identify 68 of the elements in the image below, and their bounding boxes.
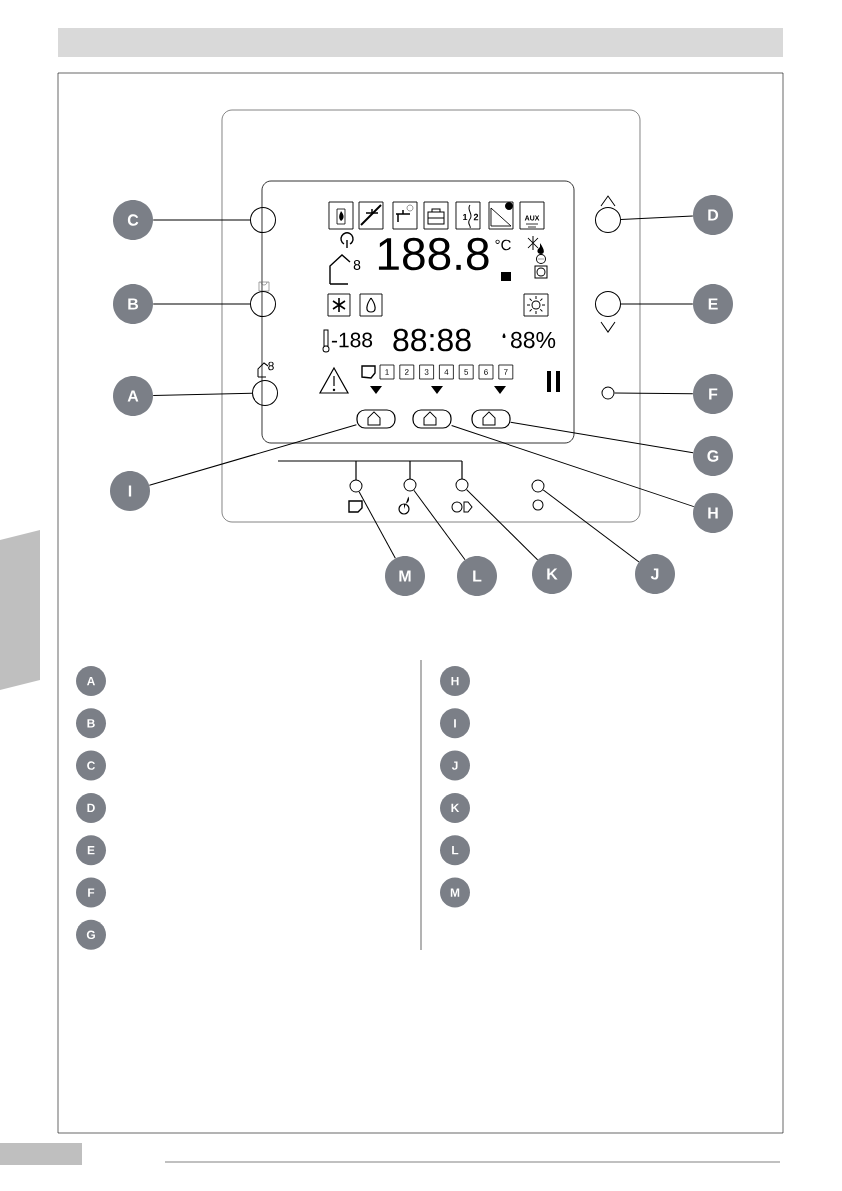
- leader-line: [148, 424, 357, 486]
- callout-number: C: [76, 750, 106, 781]
- callout-number: B: [113, 284, 153, 324]
- display-digits: 8: [268, 361, 274, 371]
- callout-number: M: [440, 877, 470, 908]
- callout-number: D: [693, 195, 733, 235]
- callout-number: F: [693, 374, 733, 414]
- callout-number: E: [693, 284, 733, 324]
- callout-number: H: [440, 666, 470, 696]
- day-number: 5: [464, 369, 469, 375]
- callout-number: A: [76, 666, 106, 696]
- leader-line: [542, 489, 640, 563]
- day-number: 4: [444, 369, 449, 375]
- leader-line: [358, 491, 396, 559]
- day-number: 1: [385, 369, 389, 375]
- preset-button: [356, 409, 396, 429]
- callout-number: K: [532, 554, 572, 594]
- unit-text: °C: [495, 239, 511, 251]
- display-digits: 188.8: [378, 237, 489, 271]
- indicator-led: [403, 478, 417, 492]
- push-button: [250, 291, 276, 317]
- leader-line: [451, 425, 695, 508]
- leader-line: [620, 215, 694, 220]
- callout-number: A: [113, 376, 153, 416]
- indicator-led: [601, 386, 615, 400]
- day-number: 3: [424, 369, 429, 375]
- callout-number: D: [76, 792, 106, 823]
- day-number: 2: [405, 369, 409, 375]
- push-button: [595, 291, 621, 317]
- display-digits: 88:88: [393, 328, 471, 352]
- callout-number: L: [457, 556, 497, 596]
- indicator-led: [531, 479, 545, 493]
- leader-line: [152, 392, 253, 397]
- callout-number: J: [635, 554, 675, 594]
- indicator-led: [455, 478, 469, 492]
- preset-button: [412, 409, 452, 429]
- icon-text: 2: [473, 213, 479, 221]
- callout-number: I: [440, 708, 470, 739]
- push-button: [252, 380, 278, 406]
- push-button: [595, 207, 621, 233]
- preset-button: [471, 409, 511, 429]
- callout-number: C: [113, 200, 153, 240]
- leader-line: [413, 489, 466, 561]
- leader-line: [614, 392, 694, 395]
- icon-text: 1: [463, 213, 468, 221]
- callout-number: G: [76, 919, 106, 950]
- callout-number: B: [76, 708, 106, 739]
- callout-number: G: [693, 436, 733, 476]
- day-number: 6: [484, 369, 488, 375]
- leader-line: [510, 421, 694, 454]
- leader-line: [466, 489, 539, 561]
- callout-number: F: [76, 877, 106, 908]
- display-digits: -188: [331, 332, 373, 348]
- leader-line: [620, 303, 694, 305]
- callout-number: K: [440, 792, 470, 823]
- display-digits: 88%: [511, 331, 556, 349]
- leader-line: [152, 219, 251, 221]
- callout-number: I: [110, 471, 150, 511]
- callout-number: E: [76, 835, 106, 866]
- callout-number: L: [440, 835, 470, 866]
- push-button: [250, 207, 276, 233]
- callout-number: M: [385, 556, 425, 596]
- display-digits: 8: [353, 260, 361, 270]
- leader-line: [152, 303, 251, 305]
- indicator-led: [349, 479, 363, 493]
- callout-number: J: [440, 750, 470, 781]
- day-number: 7: [504, 369, 508, 375]
- callout-number: H: [693, 493, 733, 533]
